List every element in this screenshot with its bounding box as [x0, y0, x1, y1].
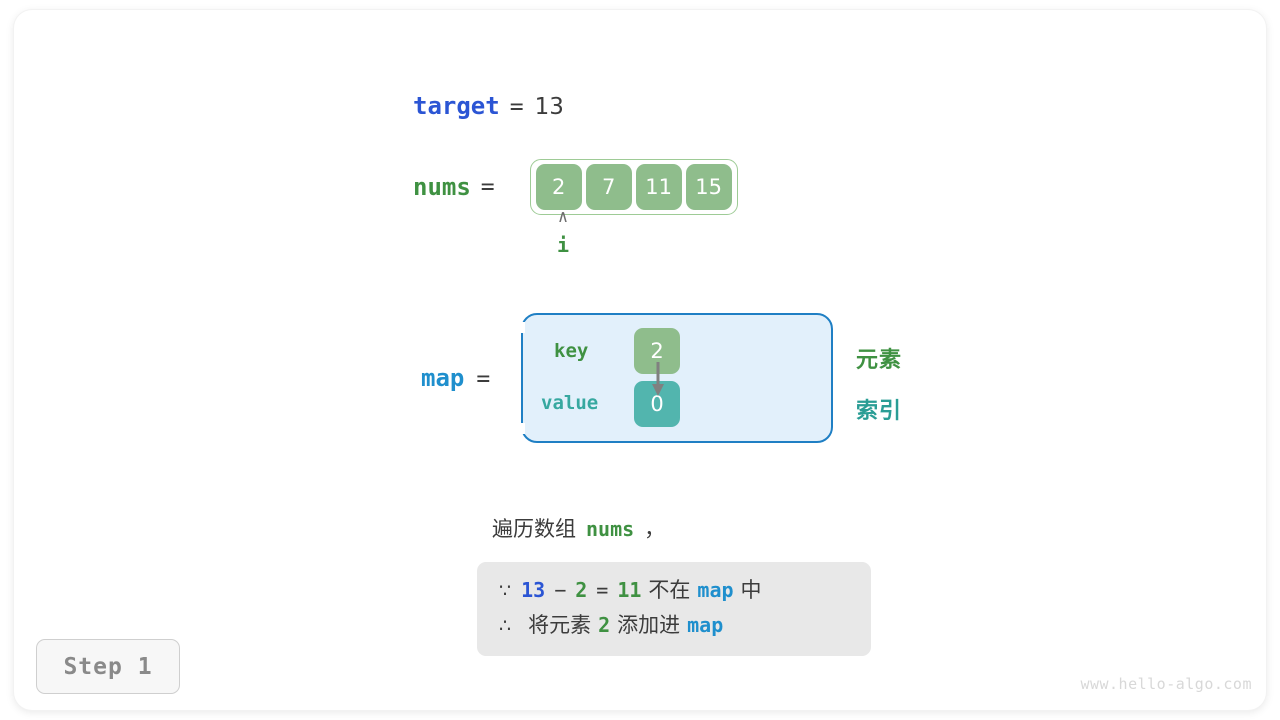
array-cell: 15 — [685, 164, 732, 210]
target-row: target = 13 — [413, 92, 564, 120]
caption-prefix: 遍历数组 — [492, 517, 576, 541]
step-badge: Step 1 — [36, 639, 180, 694]
nums-array-container: 2 7 11 15 — [529, 159, 738, 215]
bracket-gap-top — [519, 322, 525, 333]
reason-added-element: 2 — [598, 613, 611, 637]
key-to-value-arrow-icon — [652, 362, 664, 396]
reason-box: ∵ 13 − 2 = 11 不在 map 中 ∴ 将元素 2 添加进 map — [477, 562, 871, 656]
reason-add-element-text: 将元素 — [528, 613, 592, 637]
reason-not-in-text: 不在 — [648, 578, 691, 602]
array-cell: 11 — [635, 164, 682, 210]
reason-current-element: 2 — [575, 578, 588, 602]
caption-text: 遍历数组 nums ， — [492, 513, 665, 543]
map-key-label: key — [554, 340, 589, 362]
nums-variable-name: nums — [413, 173, 471, 201]
annotation-element: 元素 — [856, 348, 903, 373]
reason-line-because: ∵ 13 − 2 = 11 不在 map 中 — [499, 573, 849, 608]
map-equals-sign: = — [476, 366, 491, 392]
target-value: 13 — [534, 94, 564, 120]
index-pointer: ∧ i — [540, 208, 586, 255]
caret-up-icon: ∧ — [557, 207, 569, 227]
map-row-label: map = — [421, 364, 490, 392]
equals-operator: = — [596, 578, 609, 602]
target-variable-name: target — [413, 92, 500, 120]
watermark: www.hello-algo.com — [1080, 675, 1252, 693]
minus-operator: − — [554, 578, 567, 602]
array-cell: 7 — [585, 164, 632, 210]
target-equals-sign: = — [509, 94, 524, 120]
annotation-index: 索引 — [856, 399, 903, 424]
map-variable-name: map — [421, 364, 465, 392]
array-cell: 2 — [535, 164, 582, 210]
map-value-label: value — [541, 392, 599, 414]
index-pointer-label: i — [556, 233, 570, 257]
reason-line-therefore: ∴ 将元素 2 添加进 map — [499, 608, 849, 643]
caption-code: nums — [586, 517, 635, 541]
nums-row: nums = 2 7 11 15 — [413, 159, 738, 215]
reason-add-into-text: 添加进 — [617, 613, 681, 637]
reason-complement-value: 11 — [617, 578, 642, 602]
reason-in-suffix: 中 — [740, 578, 762, 602]
reason-map-name: map — [697, 578, 734, 602]
therefore-symbol: ∴ — [499, 615, 512, 637]
caption-suffix: ， — [644, 517, 666, 541]
reason-map-name-2: map — [687, 613, 724, 637]
bracket-gap-bottom — [519, 423, 525, 434]
reason-target-value: 13 — [521, 578, 546, 602]
because-symbol: ∵ — [499, 580, 512, 602]
nums-equals-sign: = — [480, 174, 495, 200]
